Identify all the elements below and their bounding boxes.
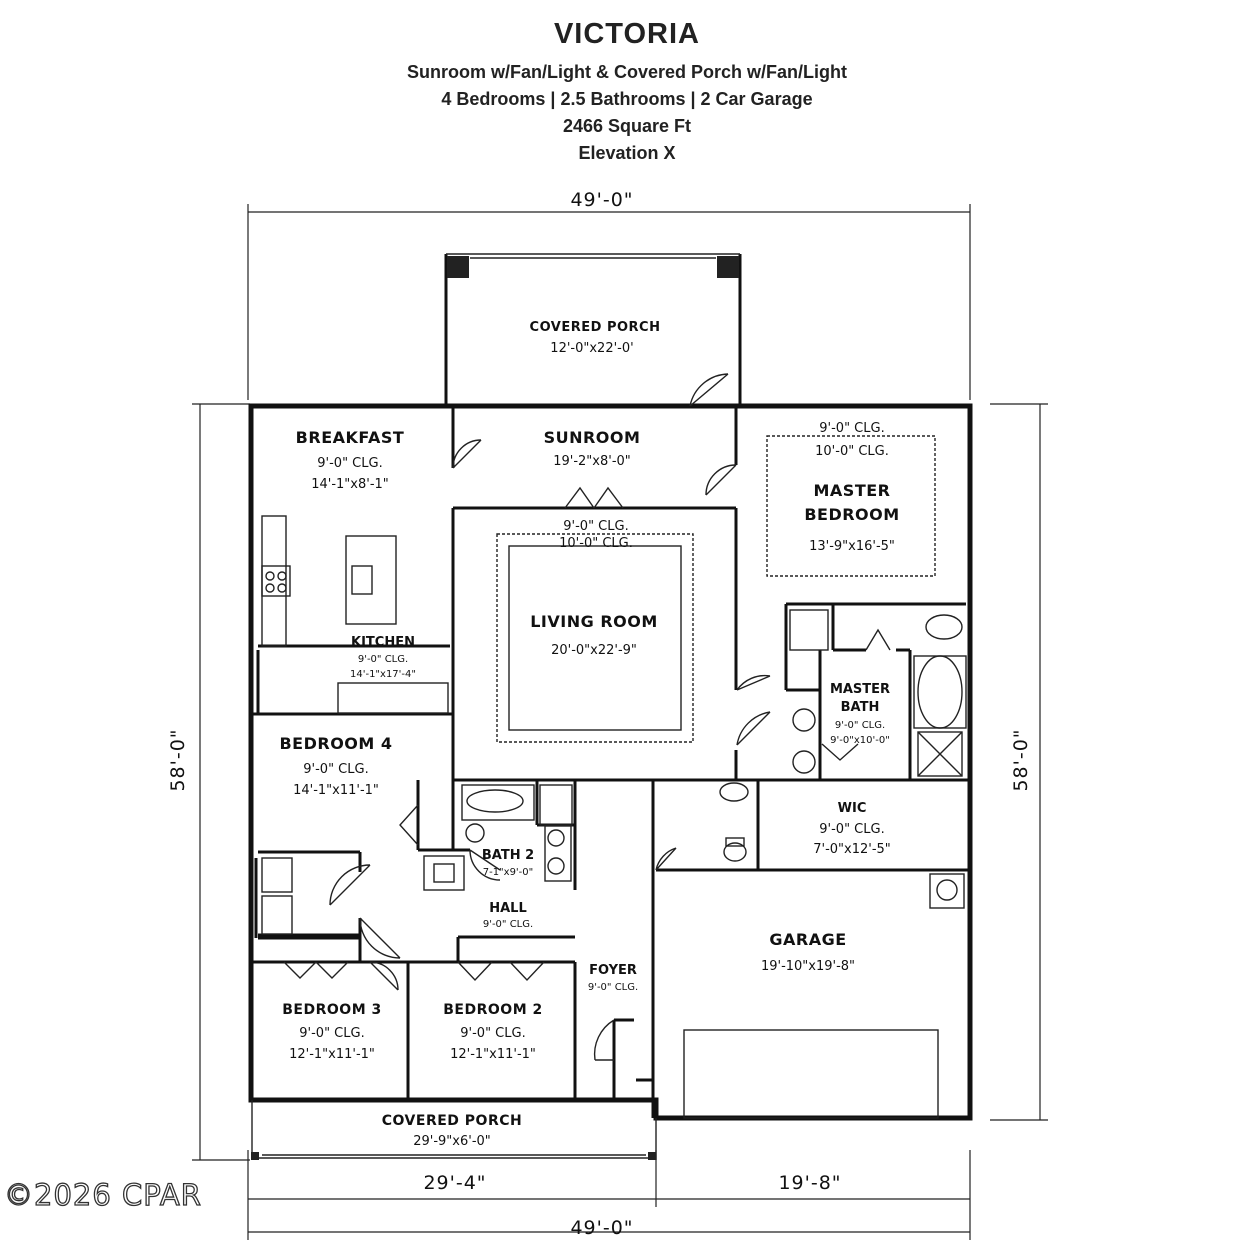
kitchen-name: KITCHEN — [351, 635, 415, 650]
dim-top-width: 49'-0" — [570, 189, 633, 211]
rear-covered-porch-name: COVERED PORCH — [530, 320, 661, 335]
master-bedroom-ceiling-1: 9'-0" CLG. — [819, 421, 884, 436]
kitchen-ceiling: 9'-0" CLG. — [358, 654, 408, 665]
living-room-size: 20'-0"x22'-9" — [551, 643, 637, 658]
master-bath-name-2: BATH — [841, 700, 880, 715]
master-bath-ceiling: 9'-0" CLG. — [835, 720, 885, 731]
dim-left-depth: 58'-0" — [167, 728, 189, 791]
plan-elevation-line: Elevation X — [578, 143, 676, 163]
dim-right-depth: 58'-0" — [1010, 728, 1032, 791]
bedroom-4-ceiling: 9'-0" CLG. — [303, 762, 368, 777]
dim-bottom-left: 29'-4" — [423, 1172, 486, 1194]
plan-feature-line: Sunroom w/Fan/Light & Covered Porch w/Fa… — [406, 62, 847, 82]
rear-covered-porch-size: 12'-0"x22'-0' — [550, 341, 633, 356]
garage-name: GARAGE — [769, 930, 846, 949]
bath-2-name: BATH 2 — [482, 848, 534, 863]
master-bedroom-name-1: MASTER — [814, 481, 891, 500]
master-bedroom-size: 13'-9"x16'-5" — [809, 539, 895, 554]
breakfast-name: BREAKFAST — [296, 428, 405, 447]
dimension-lines — [192, 204, 1048, 1240]
living-room-name: LIVING ROOM — [530, 612, 658, 631]
garage-size: 19'-10"x19'-8" — [761, 959, 855, 974]
bedroom-2-name: BEDROOM 2 — [443, 1002, 543, 1018]
bath-2-size: 7-1"x9'-0" — [483, 867, 534, 878]
foyer-ceiling: 9'-0" CLG. — [588, 982, 638, 993]
wic-size: 7'-0"x12'-5" — [813, 842, 891, 857]
plan-title: VICTORIA — [553, 18, 701, 50]
breakfast-ceiling: 9'-0" CLG. — [317, 456, 382, 471]
master-bedroom-ceiling-2: 10'-0" CLG. — [815, 444, 889, 459]
foyer-name: FOYER — [589, 963, 637, 978]
wic-ceiling: 9'-0" CLG. — [819, 822, 884, 837]
bedroom-3-ceiling: 9'-0" CLG. — [299, 1026, 364, 1041]
plan-rooms-line: 4 Bedrooms | 2.5 Bathrooms | 2 Car Garag… — [441, 89, 813, 109]
dim-bottom-width: 49'-0" — [570, 1217, 633, 1239]
doors-and-fixtures — [261, 373, 967, 1119]
master-bath-size: 9'-0"x10'-0" — [830, 735, 890, 746]
master-bedroom-name-2: BEDROOM — [804, 505, 899, 524]
master-bath-name-1: MASTER — [830, 682, 890, 697]
bedroom-4-name: BEDROOM 4 — [279, 734, 392, 753]
bedroom-3-size: 12'-1"x11'-1" — [289, 1047, 375, 1062]
hall-ceiling: 9'-0" CLG. — [483, 919, 533, 930]
front-covered-porch-name: COVERED PORCH — [382, 1113, 522, 1129]
wic-name: WIC — [838, 801, 867, 816]
plan-area-line: 2466 Square Ft — [562, 116, 692, 136]
sunroom-size: 19'-2"x8'-0" — [553, 454, 631, 469]
front-covered-porch-size: 29'-9"x6'-0" — [413, 1134, 491, 1149]
copyright-watermark: ©2026 CPAR — [3, 1177, 202, 1212]
living-room-ceiling-2: 10'-0" CLG. — [559, 536, 633, 551]
bedroom-2-size: 12'-1"x11'-1" — [450, 1047, 536, 1062]
kitchen-size: 14'-1"x17'-4" — [350, 669, 416, 680]
bedroom-2-ceiling: 9'-0" CLG. — [460, 1026, 525, 1041]
living-room-ceiling-1: 9'-0" CLG. — [563, 519, 628, 534]
breakfast-size: 14'-1"x8'-1" — [311, 477, 389, 492]
hall-name: HALL — [489, 901, 527, 916]
bedroom-3-name: BEDROOM 3 — [282, 1002, 382, 1018]
dim-bottom-right: 19'-8" — [778, 1172, 841, 1194]
bedroom-4-size: 14'-1"x11'-1" — [293, 783, 379, 798]
sunroom-name: SUNROOM — [544, 428, 641, 447]
